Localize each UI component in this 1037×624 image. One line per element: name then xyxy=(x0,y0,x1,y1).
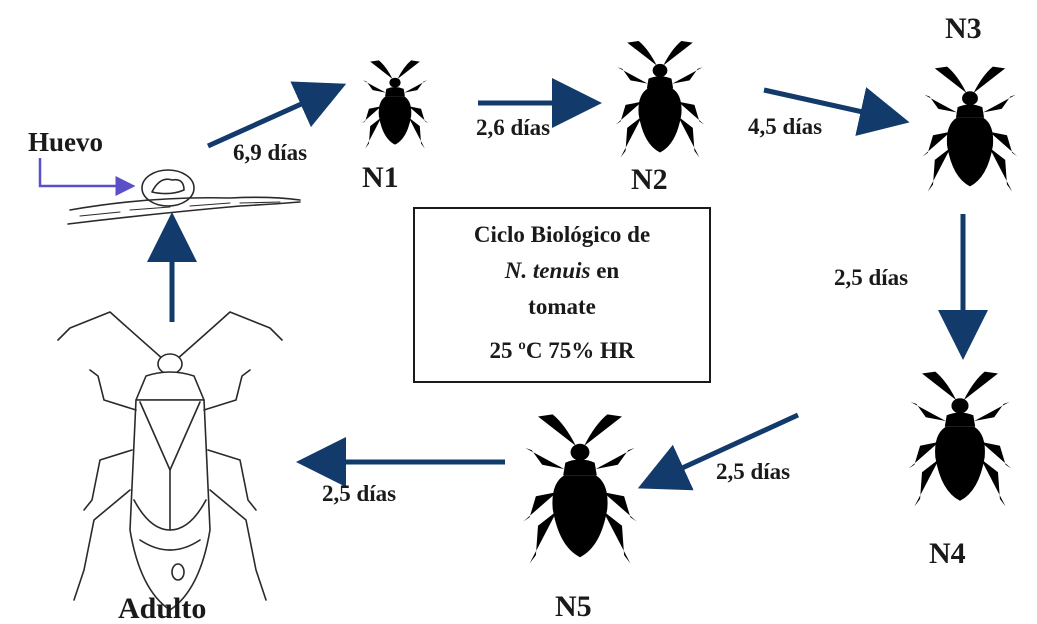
stage-label-n5: N5 xyxy=(555,590,592,623)
nymph-n2-icon xyxy=(615,40,705,158)
info-box-title: Ciclo Biológico de xyxy=(473,222,651,247)
duration-n3-to-n4: 2,5 días xyxy=(834,265,908,290)
duration-egg-to-n1: 6,9 días xyxy=(233,140,307,165)
species-name: N. tenuis xyxy=(504,258,591,283)
stage-label-adult: Adulto xyxy=(118,592,206,624)
arrow-egg-to-n1 xyxy=(206,81,347,149)
info-box-species-line: N. tenuis en xyxy=(415,253,709,289)
nymph-n4-icon xyxy=(908,371,1012,507)
egg-label: Huevo xyxy=(28,127,103,157)
duration-n2-to-n3: 4,5 días xyxy=(748,114,822,139)
nymph-n5-icon xyxy=(523,414,637,564)
stage-label-n4: N4 xyxy=(929,537,966,570)
info-box-host: tomate xyxy=(528,294,596,319)
stage-label-n3: N3 xyxy=(945,12,982,45)
nymph-n3-icon xyxy=(922,66,1018,192)
info-box-conditions: 25 ºC 75% HR xyxy=(489,338,635,363)
duration-n5-to-adult: 2,5 días xyxy=(322,481,396,506)
duration-n4-to-n5: 2,5 días xyxy=(716,459,790,484)
info-box: Ciclo Biológico de N. tenuis en tomate 2… xyxy=(413,207,711,383)
arrow-n4-to-n5 xyxy=(637,412,800,491)
leaf-with-egg-icon xyxy=(67,169,301,225)
egg-pointer-arrow xyxy=(38,158,136,196)
arrow-n2-to-n3 xyxy=(763,87,910,136)
nymph-n1-icon xyxy=(361,60,429,149)
stage-label-n1: N1 xyxy=(362,161,399,194)
stage-label-n2: N2 xyxy=(631,163,668,196)
species-suffix: en xyxy=(590,258,620,283)
arrow-icon xyxy=(147,78,988,491)
duration-n1-to-n2: 2,6 días xyxy=(476,115,550,140)
adult-bug-icon xyxy=(57,311,283,611)
